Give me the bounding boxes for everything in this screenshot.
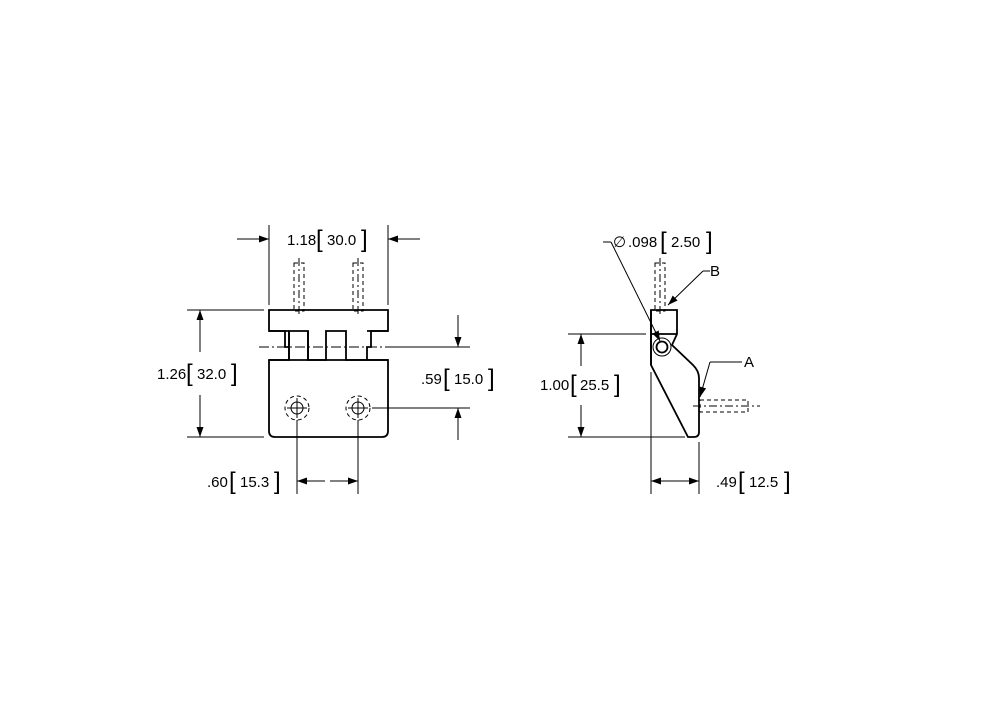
side-right-pin — [693, 399, 760, 413]
svg-text:[: [ — [570, 371, 577, 398]
svg-text:25.5: 25.5 — [580, 377, 609, 394]
svg-text:]: ] — [614, 371, 621, 398]
svg-text:12.5: 12.5 — [749, 474, 778, 491]
svg-text:[: [ — [186, 360, 193, 387]
leader-diameter — [603, 241, 661, 342]
svg-text:]: ] — [706, 228, 713, 255]
front-hole-left — [284, 395, 310, 421]
svg-text:[: [ — [443, 365, 450, 392]
svg-text:]: ] — [361, 226, 368, 253]
svg-text:30.0: 30.0 — [327, 232, 356, 249]
dim-width-top — [237, 225, 420, 305]
callout-a-label: A — [744, 354, 754, 371]
svg-text:2.50: 2.50 — [671, 234, 700, 251]
dim-slot-depth — [372, 315, 470, 440]
dim-side-depth — [650, 372, 700, 494]
svg-text:1.26: 1.26 — [157, 366, 186, 383]
side-hole — [652, 337, 672, 357]
svg-text:.49: .49 — [716, 474, 737, 491]
front-hole-right — [345, 395, 371, 421]
svg-text:[: [ — [738, 468, 745, 495]
front-slots — [288, 330, 367, 361]
label-side-height: 1.00 [ 25.5 ] — [540, 371, 621, 398]
side-body-outline — [650, 309, 700, 438]
side-view — [568, 241, 760, 494]
svg-text:]: ] — [784, 468, 791, 495]
svg-text:1.18: 1.18 — [287, 232, 316, 249]
label-width-top: 1.18 [ 30.0 ] — [287, 226, 368, 253]
leader-b — [667, 270, 710, 306]
label-side-depth: .49 [ 12.5 ] — [716, 468, 791, 495]
label-slot-depth: .59 [ 15.0 ] — [421, 365, 495, 392]
svg-text:]: ] — [231, 360, 238, 387]
svg-text:[: [ — [660, 228, 667, 255]
svg-text:[: [ — [229, 468, 236, 495]
side-top-pin — [654, 258, 666, 315]
front-pins — [293, 258, 364, 315]
dim-hole-spacing — [296, 420, 359, 494]
dim-side-height — [568, 333, 685, 438]
front-view — [187, 225, 470, 494]
svg-text:15.3: 15.3 — [240, 474, 269, 491]
label-height-left: 1.26 [ 32.0 ] — [157, 360, 238, 387]
svg-text:.60: .60 — [207, 474, 228, 491]
svg-text:[: [ — [316, 226, 323, 253]
label-hole-spacing: .60 [ 15.3 ] — [207, 468, 281, 495]
svg-text:]: ] — [274, 468, 281, 495]
svg-text:]: ] — [488, 365, 495, 392]
svg-text:.59: .59 — [421, 371, 442, 388]
svg-text:∅: ∅ — [613, 234, 626, 251]
svg-text:15.0: 15.0 — [454, 371, 483, 388]
svg-text:.098: .098 — [628, 234, 657, 251]
label-hole-diameter: ∅ .098 [ 2.50 ] — [613, 228, 713, 255]
callout-b-label: B — [710, 263, 720, 280]
svg-text:32.0: 32.0 — [197, 366, 226, 383]
leader-a — [699, 361, 742, 398]
front-body-outline — [268, 309, 389, 438]
dim-height-left — [187, 309, 264, 438]
svg-text:1.00: 1.00 — [540, 377, 569, 394]
